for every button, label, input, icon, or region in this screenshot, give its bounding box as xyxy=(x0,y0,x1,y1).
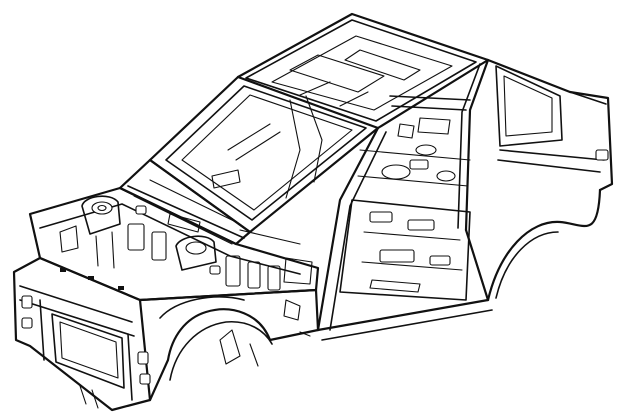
front-end-structure xyxy=(12,256,152,412)
roof-panel xyxy=(236,12,490,130)
windshield-frame xyxy=(148,75,380,234)
engine-bay xyxy=(28,186,320,302)
door-pillars xyxy=(316,58,490,332)
door-opening-interior xyxy=(339,117,471,301)
front-wheel-housing xyxy=(138,288,320,402)
rear-quarter-panel xyxy=(316,58,614,341)
